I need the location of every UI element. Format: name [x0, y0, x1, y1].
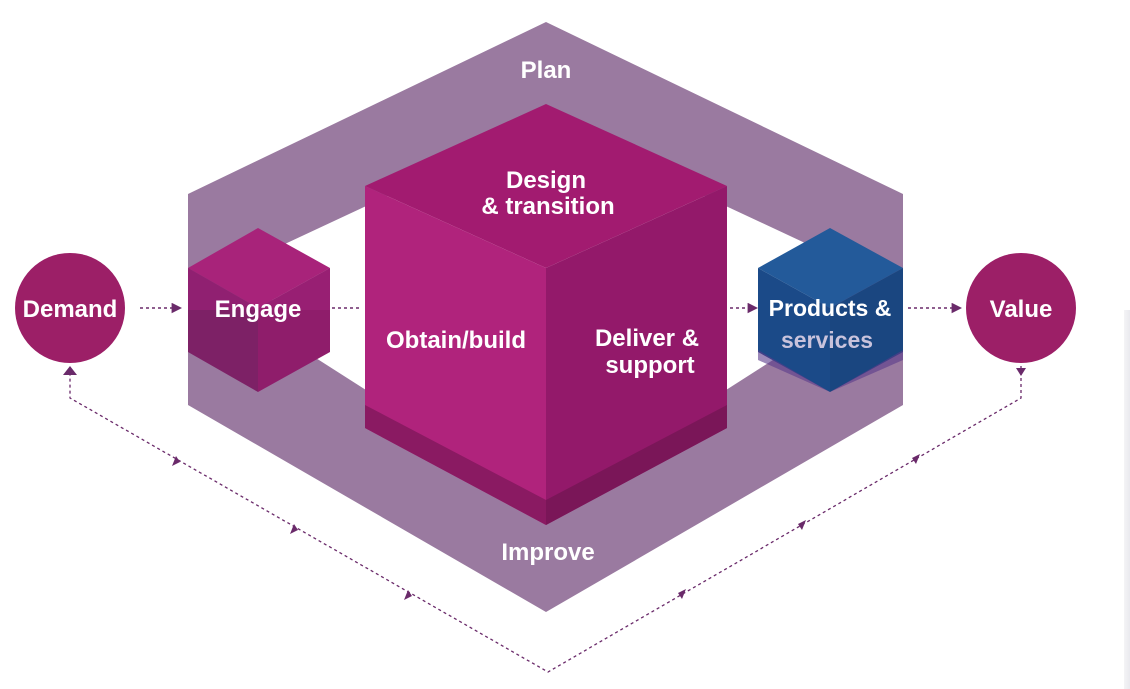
deliver-support-label-line2: support	[605, 352, 694, 379]
improve-label: Improve	[501, 539, 594, 566]
products-services-label-line1: Products &	[769, 295, 892, 321]
design-transition-label-line2: & transition	[481, 193, 614, 220]
demand-label: Demand	[23, 296, 118, 323]
engage-cube	[188, 228, 330, 392]
value-chain-ring	[188, 22, 903, 612]
products-services-cube	[758, 228, 903, 392]
design-transition-label-line1: Design	[506, 167, 586, 194]
right-edge-strip	[1124, 310, 1130, 689]
feedback-arrowheads	[63, 366, 1026, 600]
value-label: Value	[990, 296, 1053, 323]
feedback-loop	[69, 366, 1022, 673]
deliver-support-label-line1: Deliver &	[595, 325, 699, 352]
products-services-label-line2: services	[781, 327, 873, 353]
engage-label: Engage	[215, 296, 302, 323]
plan-label: Plan	[521, 57, 572, 84]
obtain-build-label: Obtain/build	[386, 327, 526, 354]
central-cube	[365, 104, 727, 525]
value-circle	[966, 253, 1076, 363]
demand-circle	[15, 253, 125, 363]
